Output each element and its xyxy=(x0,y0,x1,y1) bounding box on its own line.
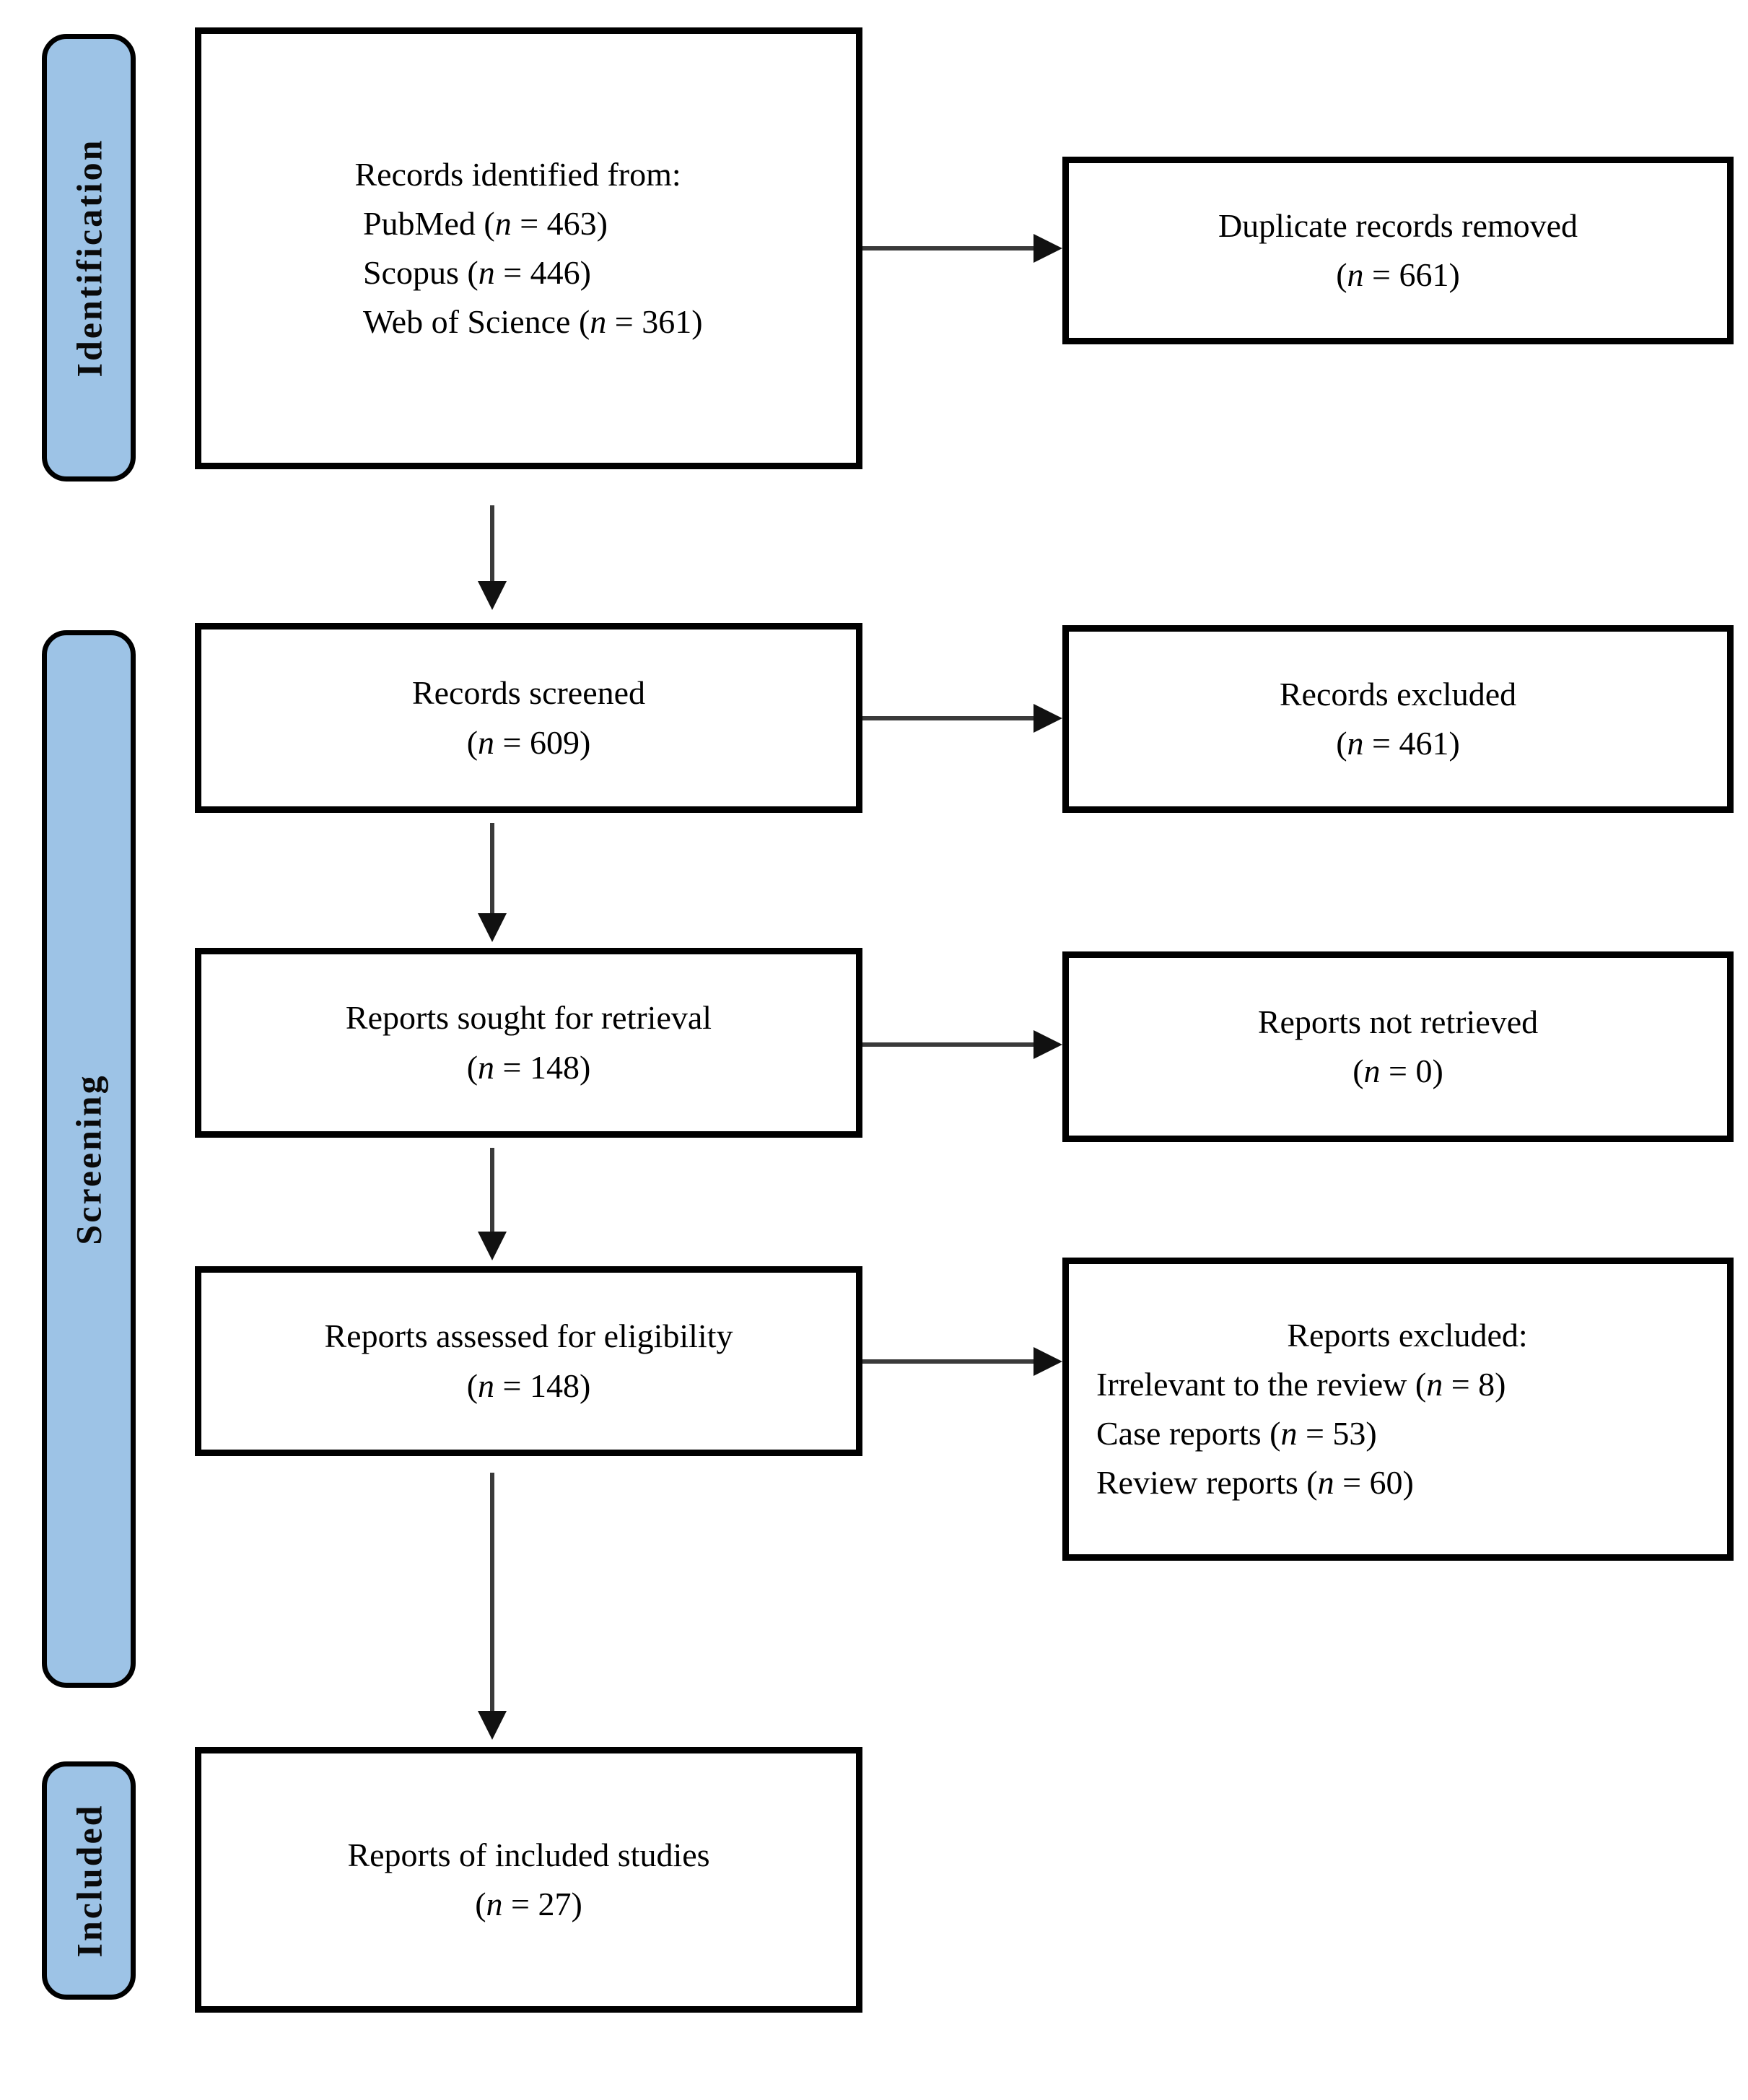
arrow-screened-to-excluded xyxy=(862,704,1062,733)
box-records-identified: Records identified from: PubMed (n = 463… xyxy=(195,27,862,469)
text-line: Reports sought for retrieval xyxy=(345,999,712,1037)
n-italic: n xyxy=(1317,1464,1334,1502)
box-reports-assessed-text: Reports assessed for eligibility (n = 148… xyxy=(201,1312,856,1410)
box-included-studies: Reports of included studies (n = 27) xyxy=(195,1747,862,2013)
text-line: (n = 0) xyxy=(1352,1053,1443,1089)
arrow-shaft xyxy=(490,505,494,581)
box-reports-sought-text: Reports sought for retrieval (n = 148) xyxy=(201,993,856,1092)
n-italic: n xyxy=(478,1367,495,1404)
arrow-assessed-to-reports-excluded xyxy=(862,1347,1062,1376)
arrow-right-head xyxy=(1033,234,1062,263)
text-line: Reports excluded: xyxy=(1287,1316,1528,1354)
arrow-shaft xyxy=(862,1359,1033,1364)
arrow-shaft xyxy=(862,1042,1033,1047)
n-italic: n xyxy=(1426,1365,1443,1403)
arrow-sought-to-not-retrieved xyxy=(862,1030,1062,1059)
text-line: Duplicate records removed xyxy=(1218,206,1578,244)
box-duplicates-removed-text: Duplicate records removed (n = 661) xyxy=(1069,201,1727,300)
box-reports-not-retrieved-text: Reports not retrieved (n = 0) xyxy=(1069,998,1727,1096)
text-line: (n = 27) xyxy=(475,1886,582,1922)
arrow-shaft xyxy=(490,1473,494,1711)
box-records-screened-text: Records screened (n = 609) xyxy=(201,668,856,767)
arrow-shaft xyxy=(862,716,1033,720)
text-line: Web of Science (n = 361) xyxy=(354,303,703,341)
arrow-sought-to-assessed xyxy=(478,1148,507,1260)
text-line: (n = 148) xyxy=(466,1048,591,1086)
stage-identification-label: Identification xyxy=(69,138,109,378)
text-line: Review reports (n = 60) xyxy=(1096,1464,1414,1502)
text-line: Records excluded xyxy=(1279,675,1517,713)
box-duplicates-removed: Duplicate records removed (n = 661) xyxy=(1062,157,1734,344)
n-italic: n xyxy=(1280,1415,1298,1452)
text-line: Case reports (n = 53) xyxy=(1096,1415,1377,1452)
box-reports-excluded: Reports excluded: Irrelevant to the revie… xyxy=(1062,1258,1734,1561)
text-line: Scopus (n = 446) xyxy=(354,254,591,291)
text-line: (n = 148) xyxy=(466,1367,591,1404)
arrow-right-head xyxy=(1033,704,1062,733)
stage-included-label: Included xyxy=(69,1803,109,1958)
n-italic: n xyxy=(590,303,607,341)
box-records-excluded-text: Records excluded (n = 461) xyxy=(1069,670,1727,768)
box-reports-sought: Reports sought for retrieval (n = 148) xyxy=(195,948,862,1138)
n-italic: n xyxy=(1347,256,1364,293)
arrow-right-head xyxy=(1033,1030,1062,1059)
text-line: (n = 609) xyxy=(466,723,591,761)
box-records-screened: Records screened (n = 609) xyxy=(195,623,862,813)
arrow-identified-to-screened xyxy=(478,505,507,610)
text-line: Reports not retrieved xyxy=(1257,1003,1539,1040)
box-reports-assessed: Reports assessed for eligibility (n = 148… xyxy=(195,1266,862,1456)
arrow-identified-to-duplicates xyxy=(862,234,1062,263)
n-italic: n xyxy=(486,1886,503,1922)
arrow-right-head xyxy=(1033,1347,1062,1376)
stage-screening: Screening xyxy=(42,630,136,1688)
n-italic: n xyxy=(1363,1053,1381,1089)
arrow-down-head xyxy=(478,581,507,610)
text-line: (n = 461) xyxy=(1336,725,1460,762)
box-reports-not-retrieved: Reports not retrieved (n = 0) xyxy=(1062,951,1734,1142)
box-records-excluded: Records excluded (n = 461) xyxy=(1062,625,1734,813)
arrow-shaft xyxy=(490,823,494,913)
stage-identification: Identification xyxy=(42,34,136,482)
text-line: PubMed (n = 463) xyxy=(354,204,608,242)
stage-included: Included xyxy=(42,1761,136,2000)
text-line: (n = 661) xyxy=(1336,256,1460,293)
text-line: Records screened xyxy=(411,674,646,712)
n-italic: n xyxy=(478,723,495,761)
text-line: Irrelevant to the review (n = 8) xyxy=(1096,1365,1506,1403)
stage-screening-label: Screening xyxy=(69,1073,109,1245)
arrow-assessed-to-included xyxy=(478,1473,507,1740)
n-italic: n xyxy=(478,1048,495,1086)
n-italic: n xyxy=(1347,725,1364,762)
arrow-shaft xyxy=(490,1148,494,1232)
n-italic: n xyxy=(494,204,512,242)
arrow-down-head xyxy=(478,913,507,942)
box-reports-excluded-text: Reports excluded: Irrelevant to the revie… xyxy=(1069,1311,1727,1507)
arrow-down-head xyxy=(478,1711,507,1740)
text-line: Records identified from: xyxy=(354,155,681,193)
text-line: Reports of included studies xyxy=(347,1836,710,1873)
arrow-down-head xyxy=(478,1232,507,1260)
arrow-screened-to-sought xyxy=(478,823,507,942)
box-included-studies-text: Reports of included studies (n = 27) xyxy=(201,1831,856,1929)
arrow-shaft xyxy=(862,246,1033,250)
box-records-identified-text: Records identified from: PubMed (n = 463… xyxy=(354,150,702,347)
text-line: Reports assessed for eligibility xyxy=(324,1317,733,1355)
n-italic: n xyxy=(478,254,495,291)
